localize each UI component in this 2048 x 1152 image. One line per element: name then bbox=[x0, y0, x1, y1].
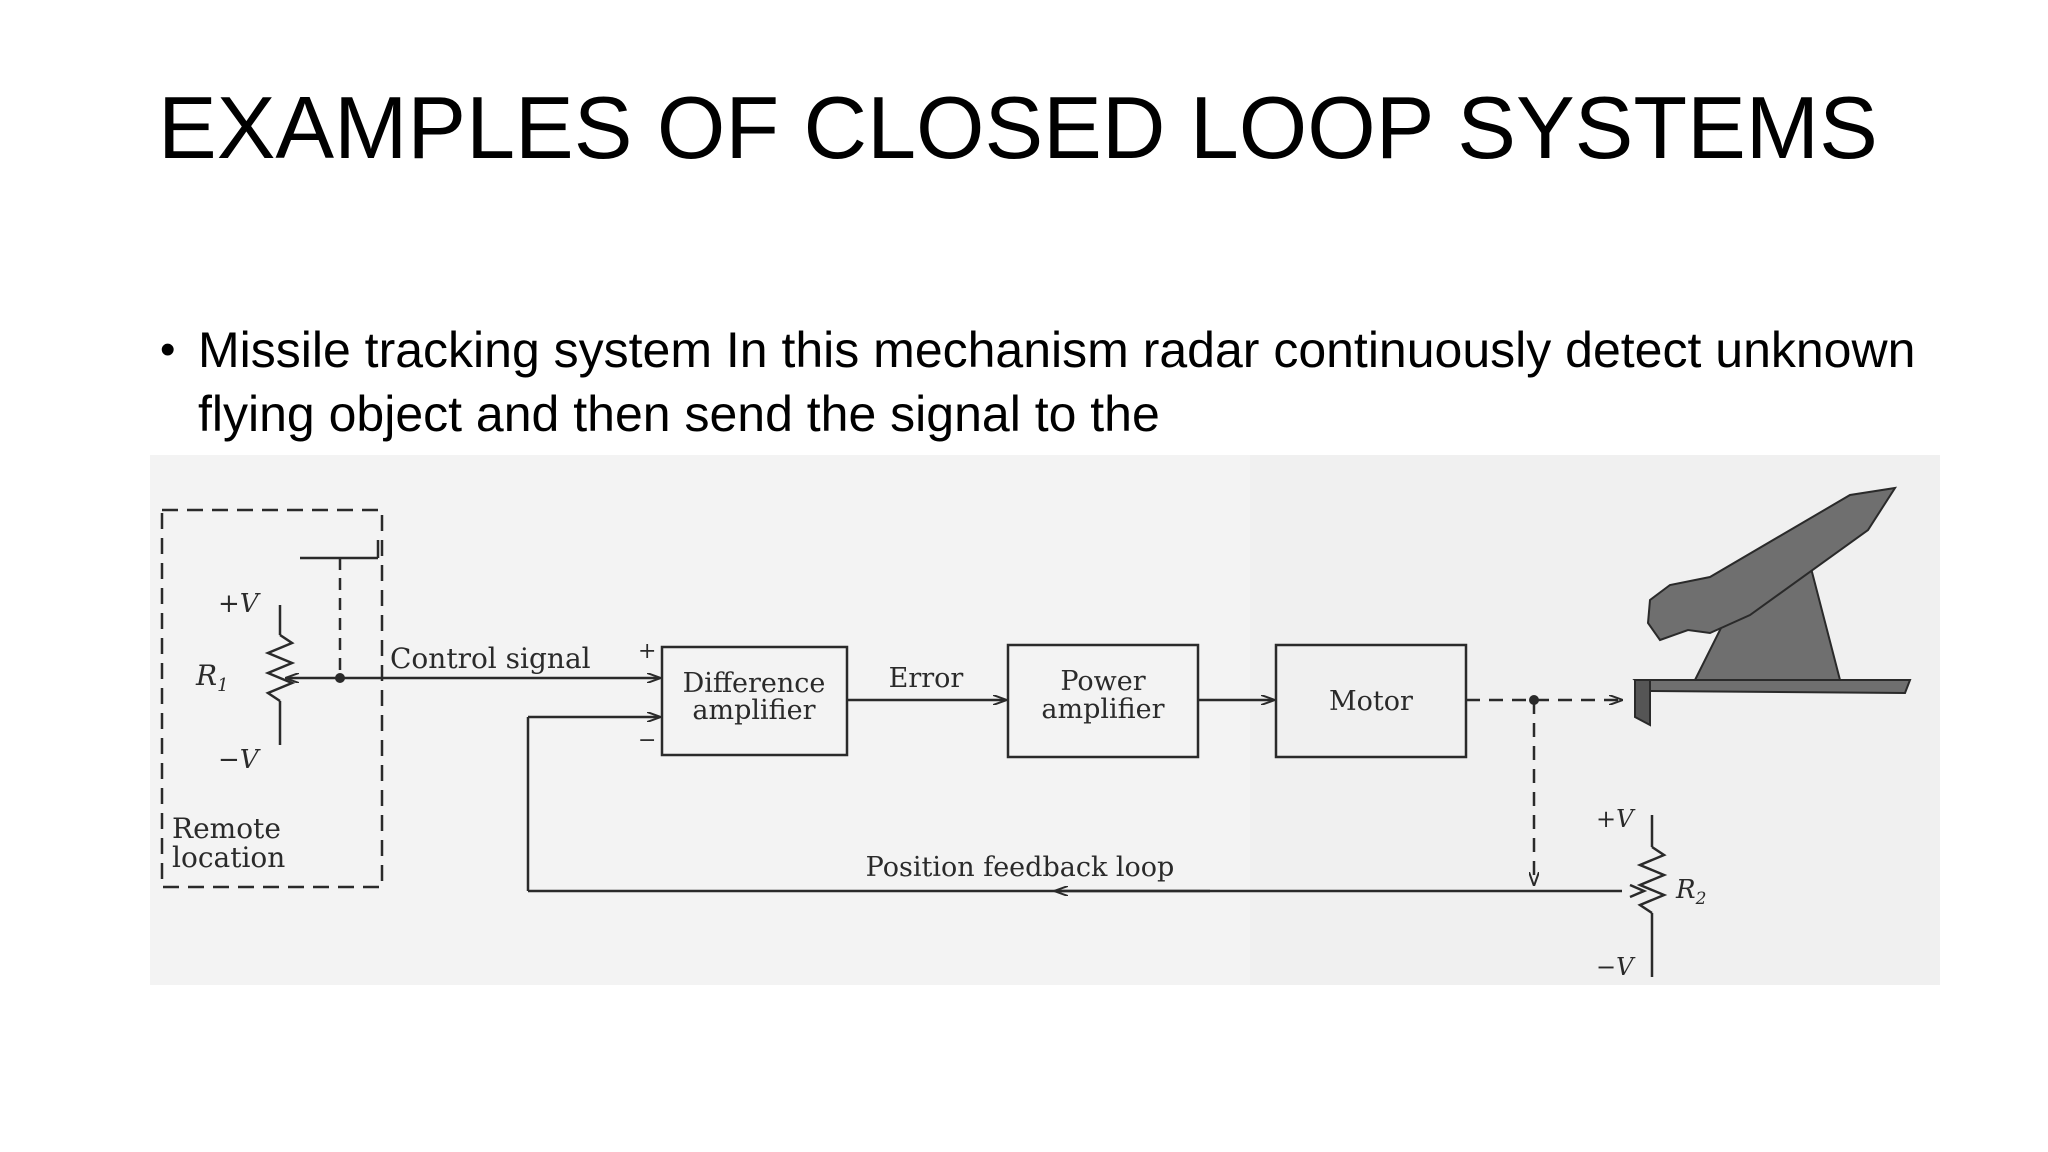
control-signal-label: Control signal bbox=[390, 642, 591, 675]
minus-sign-label: − bbox=[638, 728, 656, 753]
difference-amplifier-label-1: Difference bbox=[683, 668, 826, 699]
r1-resistor bbox=[264, 633, 296, 703]
r2-resistor bbox=[1636, 845, 1668, 915]
r1-label: R1 bbox=[195, 659, 229, 696]
difference-amplifier-label-2: amplifier bbox=[692, 695, 815, 726]
diagram-canvas: +V R1 −V Remote location Control signal … bbox=[150, 455, 1940, 985]
plus-sign-label: + bbox=[638, 639, 656, 664]
error-label: Error bbox=[889, 663, 964, 694]
bullet-text: Missile tracking system In this mechanis… bbox=[198, 322, 1916, 442]
bullet-item: • Missile tracking system In this mechan… bbox=[158, 318, 1918, 446]
r2-wiper-arrow bbox=[1629, 883, 1648, 899]
launcher-bracket bbox=[1634, 679, 1651, 727]
remote-location-line1: Remote bbox=[172, 812, 281, 845]
launcher-platform bbox=[1632, 679, 1912, 695]
minus-v-label-1: −V bbox=[218, 745, 261, 775]
junction-dot-motor bbox=[1529, 695, 1539, 705]
position-feedback-label: Position feedback loop bbox=[866, 852, 1175, 883]
closed-loop-diagram: +V R1 −V Remote location Control signal … bbox=[150, 455, 1940, 985]
remote-location-line2: location bbox=[172, 841, 285, 874]
missile-launcher-icon bbox=[1632, 486, 1912, 727]
missile-body bbox=[1646, 486, 1898, 642]
motor-label: Motor bbox=[1329, 686, 1413, 717]
power-amplifier-label-1: Power bbox=[1060, 666, 1145, 697]
bullet-dot-icon: • bbox=[160, 325, 176, 374]
junction-dot-r1 bbox=[335, 673, 345, 683]
plus-v-label-2: +V bbox=[1596, 805, 1636, 833]
slide-title: EXAMPLES OF CLOSED LOOP SYSTEMS bbox=[158, 78, 1878, 177]
power-amplifier-label-2: amplifier bbox=[1041, 694, 1164, 725]
plus-v-label-1: +V bbox=[218, 589, 261, 619]
remote-location-box bbox=[160, 508, 384, 889]
r2-label: R2 bbox=[1675, 875, 1706, 909]
bullet-list: • Missile tracking system In this mechan… bbox=[158, 318, 1918, 446]
minus-v-label-2: −V bbox=[1596, 953, 1636, 981]
